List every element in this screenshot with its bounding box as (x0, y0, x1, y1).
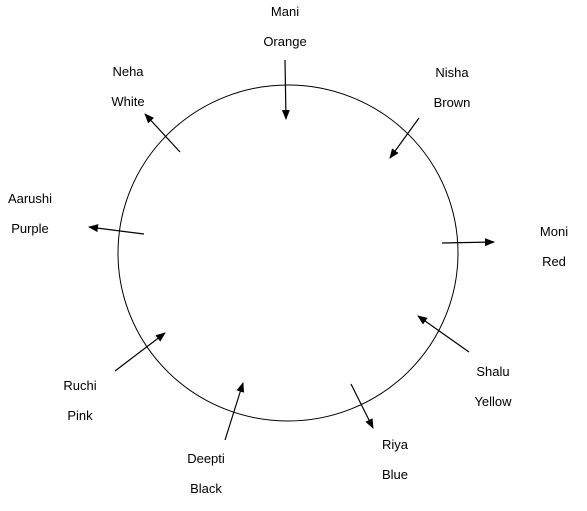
person-color: Orange (263, 34, 307, 49)
person-deepti: Deepti Black (161, 444, 251, 504)
seating-circle (117, 84, 459, 422)
person-name: Riya (381, 437, 408, 452)
person-color: Purple (11, 221, 49, 236)
person-name: Ruchi (63, 378, 97, 393)
person-name: Neha (112, 64, 144, 79)
arrow-moni (441, 238, 495, 247)
arrow-aarushi (88, 224, 145, 235)
person-aarushi: Aarushi Purple (0, 184, 75, 244)
person-ruchi: Ruchi Pink (35, 371, 125, 431)
person-color: Yellow (474, 394, 512, 409)
person-color: Pink (67, 408, 93, 423)
person-color: Blue (381, 467, 409, 482)
person-name: Shalu (476, 364, 510, 379)
person-color: Red (542, 254, 566, 269)
person-name: Deepti (187, 451, 225, 466)
person-color: Brown (433, 95, 471, 110)
arrow-shalu (417, 315, 470, 353)
arrow-ruchi (114, 332, 166, 372)
person-neha: Neha White (83, 57, 173, 117)
person-name: Moni (539, 224, 569, 239)
person-moni: Moni Red (509, 217, 587, 277)
person-shalu: Shalu Yellow (448, 357, 538, 417)
person-name: Mani (270, 4, 300, 19)
arrow-neha (144, 113, 181, 153)
arrow-nisha (389, 117, 420, 159)
person-name: Aarushi (7, 191, 53, 206)
person-color: Black (190, 481, 222, 496)
arrow-riya (350, 383, 374, 429)
arrow-deepti (224, 382, 245, 441)
arrow-mani (281, 59, 290, 120)
person-mani: Mani Orange (240, 0, 330, 57)
person-riya: Riya Blue (350, 430, 440, 490)
person-name: Nisha (435, 65, 469, 80)
person-color: White (111, 94, 145, 109)
person-nisha: Nisha Brown (407, 58, 497, 118)
